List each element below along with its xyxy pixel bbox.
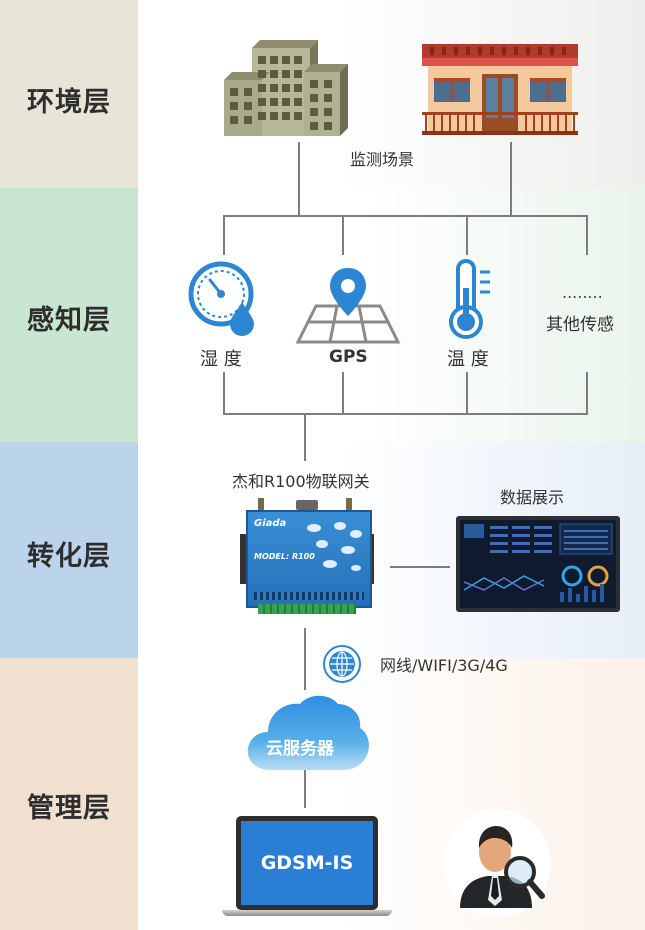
gps-label: GPS — [329, 347, 368, 367]
connector-bottom-bus — [223, 413, 588, 415]
laptop-label: GDSM-IS — [260, 852, 354, 874]
laptop: GDSM-IS — [216, 810, 396, 920]
connector-drop-humidity — [223, 215, 225, 255]
gateway-device: Giada MODEL: R100 — [240, 498, 374, 616]
conversion-layer-label: 转化层 — [27, 541, 111, 572]
connector-rise-temperature — [466, 372, 468, 414]
user-search-icon — [443, 809, 551, 917]
globe-network-icon — [323, 645, 361, 683]
connector-drop-other — [586, 215, 588, 255]
connector-rise-other — [586, 372, 588, 414]
gateway-model: MODEL: R100 — [254, 552, 315, 561]
connector-cloud-laptop — [304, 770, 306, 808]
network-label: 网线/WIFI/3G/4G — [380, 656, 508, 675]
gateway-label: 杰和R100物联网关 — [232, 472, 370, 491]
scene-label: 监测场景 — [350, 150, 415, 169]
gateway-mount-left — [240, 534, 248, 584]
connector-building-down — [298, 142, 300, 216]
gateway-antenna-mid — [296, 500, 318, 510]
gateway-cloud-icons — [307, 522, 362, 571]
humidity-label: 湿 度 — [200, 349, 242, 370]
management-layer-label: 管理层 — [27, 793, 111, 824]
shop-front-icon — [422, 44, 578, 135]
temperature-label: 温 度 — [447, 349, 489, 370]
laptop-base — [222, 910, 392, 916]
connector-drop-gps — [342, 215, 344, 255]
dashboard-monitor-icon — [456, 516, 620, 612]
sensing-layer-side — [0, 188, 138, 442]
connector-rise-humidity — [223, 372, 225, 414]
data-display-label: 数据展示 — [500, 488, 565, 507]
environment-layer-side — [0, 0, 138, 188]
gateway-antenna-right — [346, 498, 352, 512]
gateway-antenna-left — [258, 498, 264, 512]
connector-shop-down — [510, 142, 512, 216]
thermometer-icon — [449, 259, 490, 339]
connector-top-bus — [223, 215, 588, 217]
humidity-gauge-icon — [188, 261, 254, 336]
conversion-layer-side — [0, 442, 138, 658]
gateway-status-bar — [254, 592, 364, 600]
other-sensor-dots: ........ — [562, 283, 603, 302]
management-layer-side — [0, 658, 138, 930]
connector-rise-gps — [342, 372, 344, 414]
gps-map-pin-icon — [295, 268, 401, 344]
cloud-server-icon — [247, 695, 369, 770]
management-layer-band: 管理层 — [0, 658, 645, 930]
laptop-screen: GDSM-IS — [236, 816, 378, 910]
connector-gateway-cloud — [304, 628, 306, 690]
other-sensor-label: 其他传感 — [546, 315, 614, 335]
sensing-layer-label: 感知层 — [27, 305, 111, 336]
connector-to-gateway — [304, 413, 306, 461]
cloud-server-label: 云服务器 — [266, 739, 334, 759]
gateway-body: Giada MODEL: R100 — [246, 510, 372, 608]
office-building-icon — [224, 40, 348, 136]
gateway-terminal-strip — [258, 604, 356, 614]
management-layer-area — [138, 658, 645, 930]
environment-layer-label: 环境层 — [27, 87, 111, 118]
connector-gateway-display — [390, 566, 450, 568]
connector-drop-temperature — [466, 215, 468, 255]
gateway-brand: Giada — [254, 518, 287, 529]
laptop-display: GDSM-IS — [241, 821, 373, 905]
